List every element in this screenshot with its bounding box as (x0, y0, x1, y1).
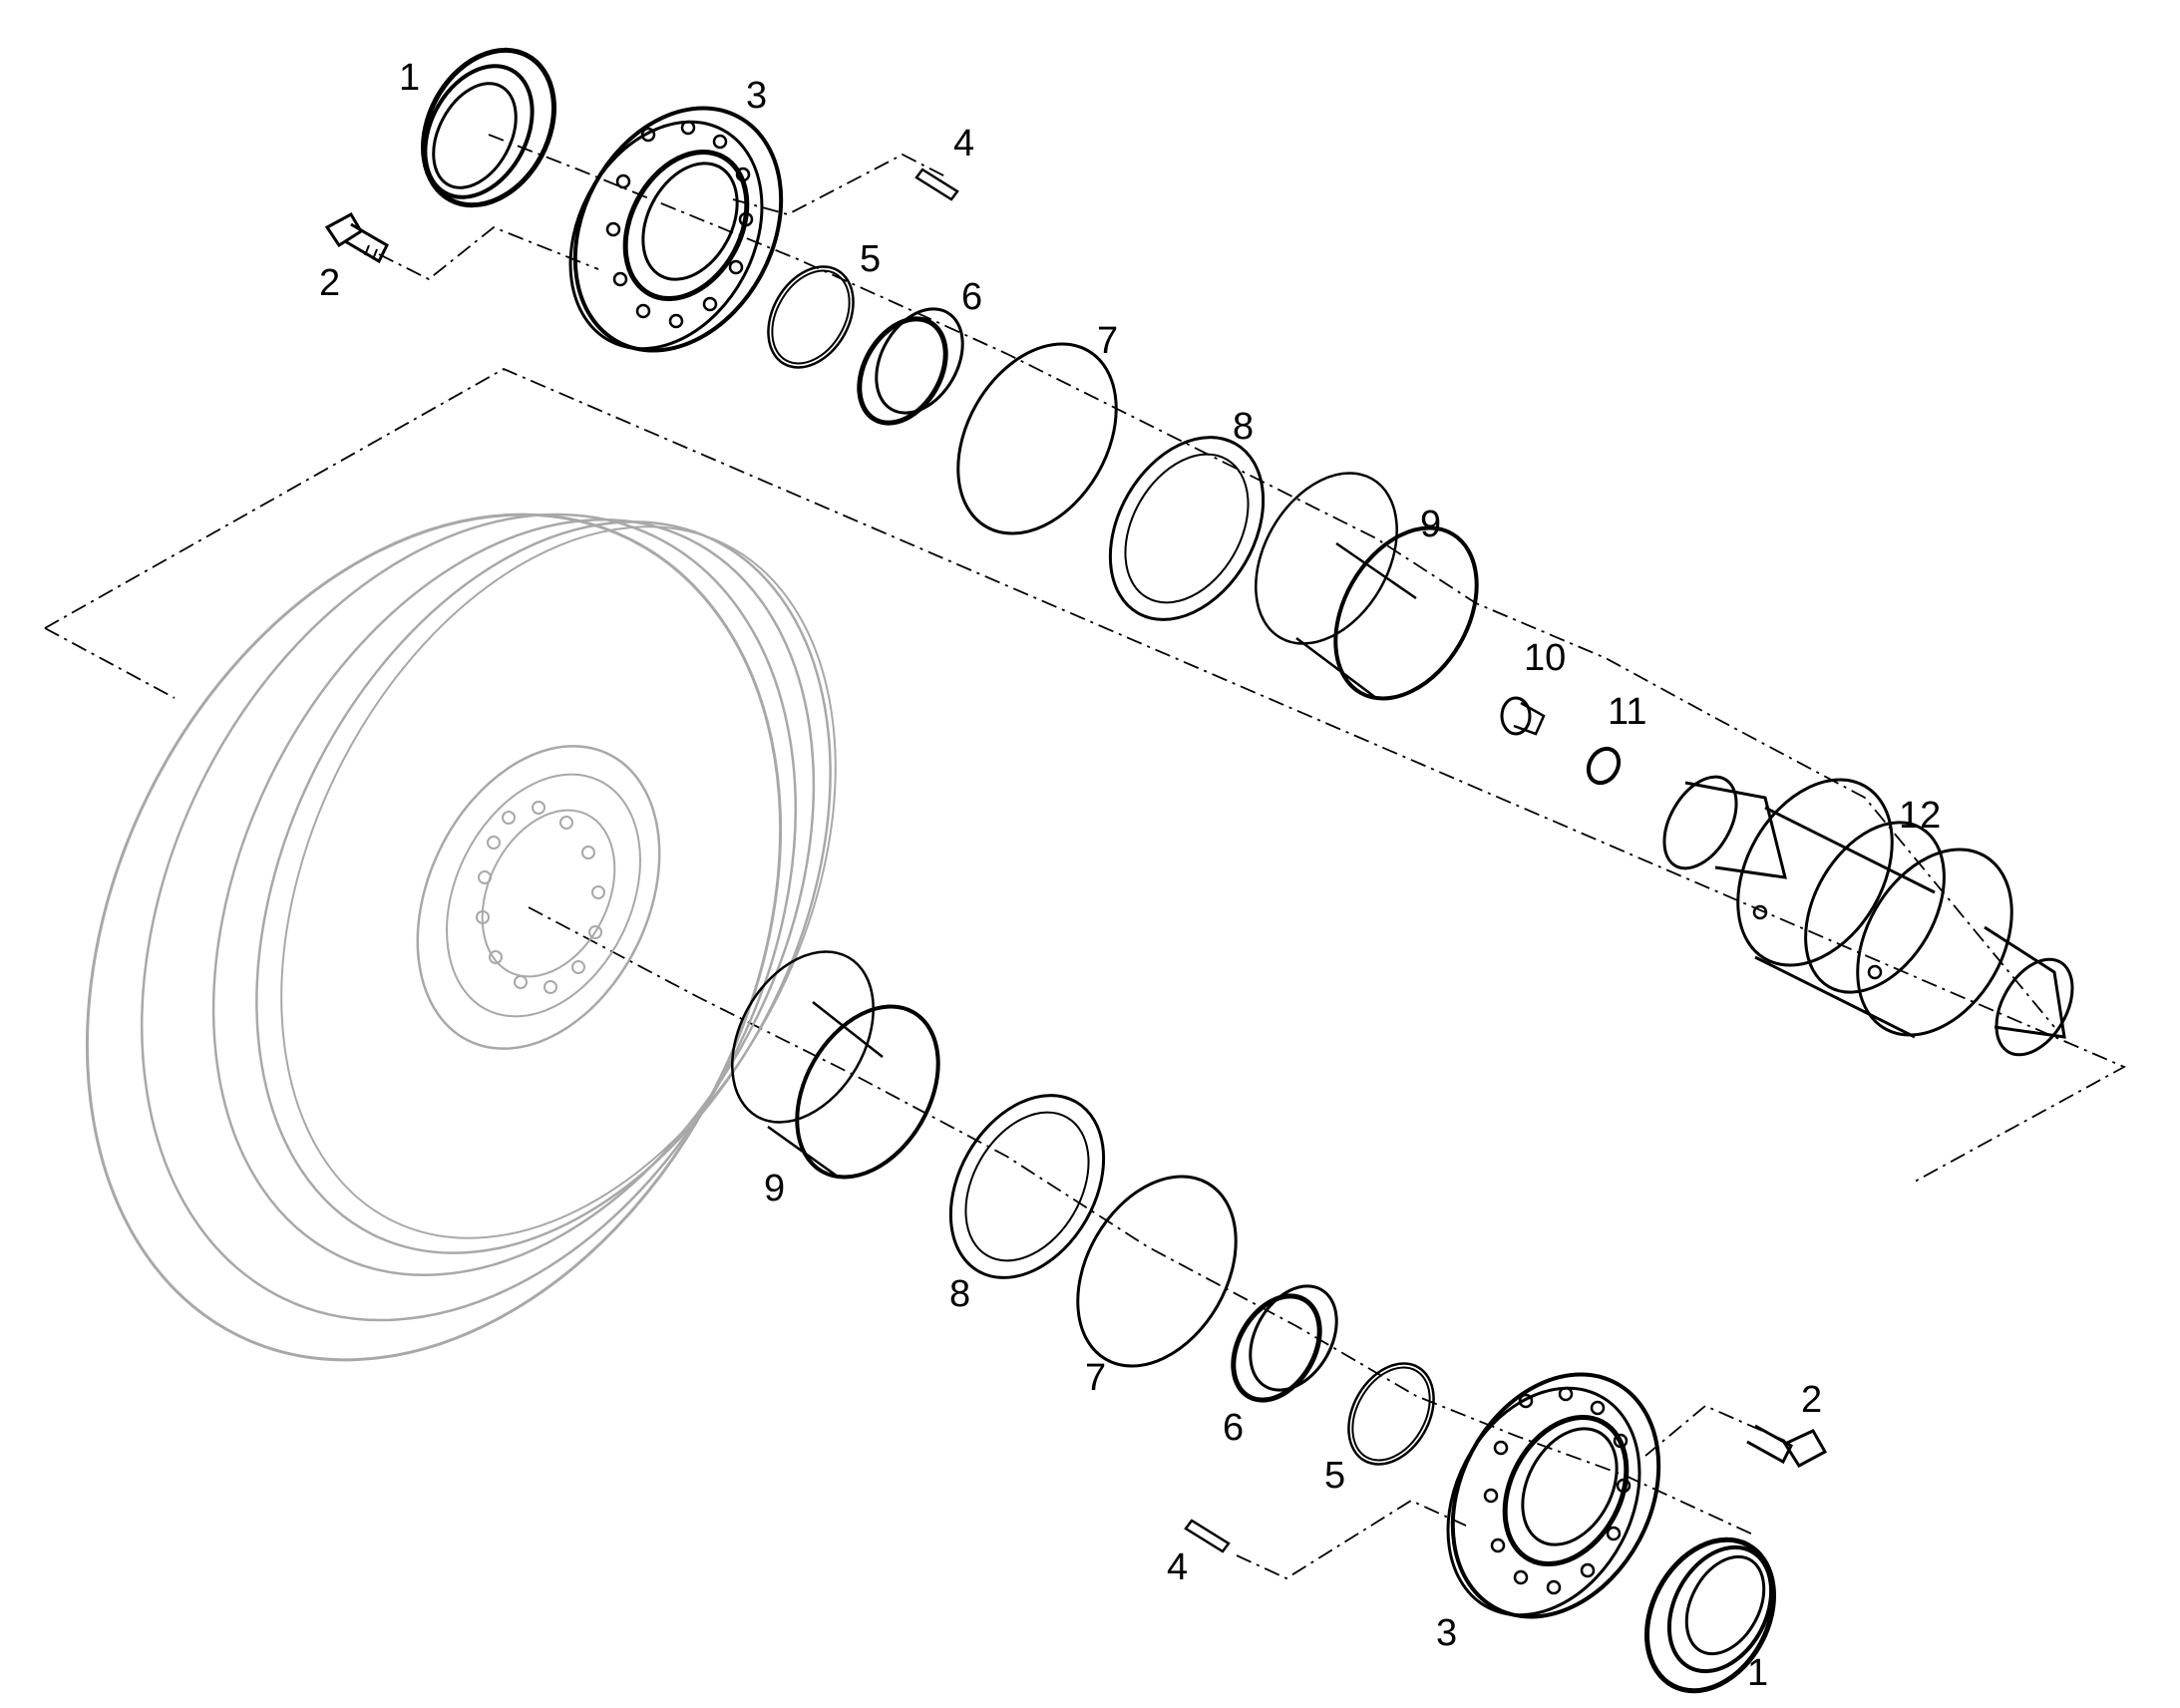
callout-9-top: 9 (1420, 504, 1441, 545)
callout-4-top: 4 (953, 123, 974, 165)
part-4-pin-top (914, 168, 959, 201)
callout-4-bottom: 4 (1167, 1546, 1188, 1588)
callout-3-bottom: 3 (1436, 1612, 1457, 1654)
part-12-shaft (1662, 775, 2074, 1057)
callout-5-top: 5 (860, 238, 881, 280)
callout-2-top: 2 (319, 262, 340, 304)
part-5-ring-bottom (1347, 1362, 1435, 1466)
part-5-ring-top (767, 265, 855, 369)
callout-6-bottom: 6 (1223, 1407, 1244, 1449)
part-6-seal-ring-bottom (1231, 1284, 1338, 1403)
part-6-seal-ring-top (857, 307, 964, 426)
callout-6-top: 6 (961, 276, 982, 318)
part-4-pin-bottom (1184, 1519, 1231, 1553)
part-1-seal-bottom (1643, 1537, 1777, 1694)
callout-10: 10 (1524, 637, 1566, 679)
part-9-bushing-top (1255, 472, 1479, 701)
callout-1-bottom: 1 (1747, 1652, 1768, 1694)
part-2-bolt-top (324, 211, 389, 264)
part-7-o-ring-bottom (1076, 1175, 1238, 1368)
part-9-bushing-bottom (731, 950, 940, 1180)
callout-7-top: 7 (1097, 320, 1118, 362)
callout-8-bottom: 8 (949, 1273, 970, 1315)
part-8-thrust-washer-bottom (948, 1094, 1106, 1279)
callout-3-top: 3 (746, 75, 767, 117)
part-8-thrust-washer-top (1108, 436, 1266, 621)
callout-9-bottom: 9 (764, 1168, 785, 1209)
callout-7-bottom: 7 (1085, 1357, 1106, 1399)
callout-1-top: 1 (399, 57, 420, 99)
part-3-flange-top (568, 106, 784, 353)
assembly-axis-lines (44, 134, 2127, 1580)
callout-11: 11 (1608, 691, 1646, 733)
callout-2-bottom: 2 (1801, 1379, 1822, 1421)
callout-8-top: 8 (1233, 406, 1254, 448)
callouts: 1 2 3 4 5 6 7 8 9 10 11 12 9 8 7 6 5 4 3… (319, 57, 1941, 1694)
part-10-plug (1500, 696, 1546, 736)
idler-wheel (85, 512, 837, 1362)
part-2-bolt-bottom (1746, 1424, 1828, 1468)
part-11-o-ring-small (1586, 746, 1622, 786)
callout-5-bottom: 5 (1324, 1455, 1345, 1497)
callout-12: 12 (1899, 795, 1941, 837)
wheel-bolt-holes (476, 801, 605, 994)
part-3-flange-bottom (1446, 1372, 1661, 1619)
part-7-o-ring-top (956, 342, 1118, 535)
part-1-seal-top (421, 47, 556, 208)
